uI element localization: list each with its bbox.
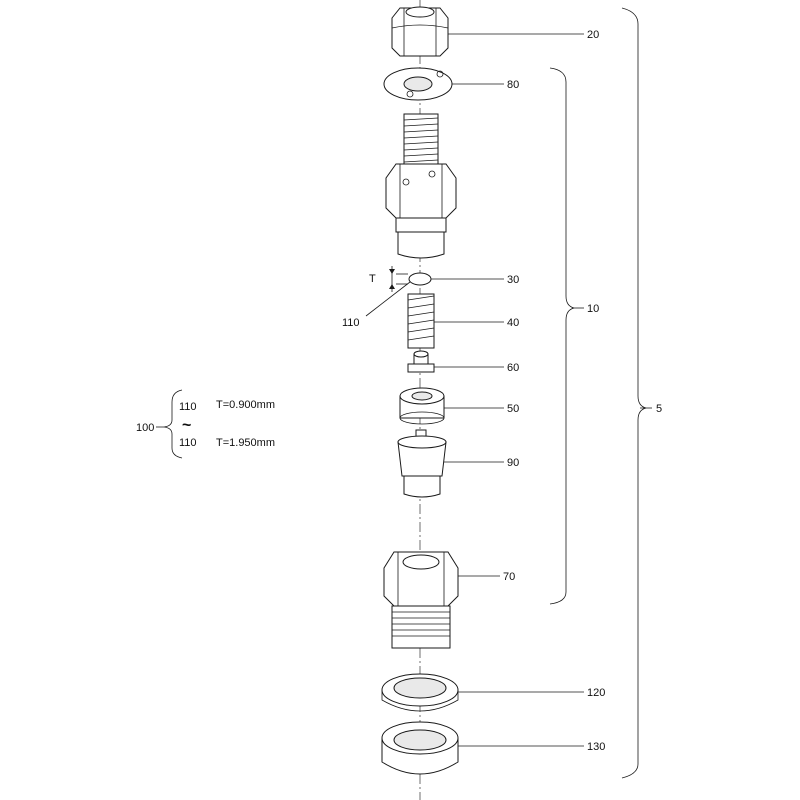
shim-row-1-part: 110 (179, 401, 197, 413)
part-80-washer (383, 67, 453, 101)
callout-30: 30 (507, 274, 519, 286)
callout-80: 80 (507, 79, 519, 91)
callout-90: 90 (507, 457, 519, 469)
callout-40: 40 (507, 317, 519, 329)
shim-table: 100 110 T=0.900mm ~ 110 T=1.950mm (136, 399, 275, 449)
thread-lines (403, 117, 439, 163)
callout-110: 110 (342, 317, 360, 329)
shim-range-symbol: ~ (182, 417, 191, 434)
part-60-pin (407, 350, 435, 373)
t-dimension-marker (389, 266, 408, 292)
callout-20: 20 (587, 29, 599, 41)
callout-5: 5 (656, 403, 662, 415)
callout-70: 70 (503, 571, 515, 583)
t-dimension-label: T (369, 273, 376, 285)
callout-50: 50 (507, 403, 519, 415)
shim-group-label: 100 (136, 422, 154, 434)
part-70-nozzle-nut (383, 551, 459, 649)
shim-row-1-thickness: T=0.900mm (216, 399, 275, 411)
callout-60: 60 (507, 362, 519, 374)
part-120-ring (381, 673, 459, 712)
leader-lines (365, 33, 652, 747)
shim-row-2-thickness: T=1.950mm (216, 437, 275, 449)
callout-130: 130 (587, 741, 605, 753)
bracket-group-10 (549, 67, 575, 605)
bracket-group-5 (621, 7, 647, 779)
part-90-nozzle (397, 429, 447, 498)
callout-10: 10 (587, 303, 599, 315)
part-20-hex-nut (391, 6, 449, 57)
nozzle-holder-body (385, 113, 457, 259)
part-50-spacer (399, 387, 445, 425)
shim-row-2-part: 110 (179, 437, 197, 449)
callout-120: 120 (587, 687, 605, 699)
part-30-shim (408, 272, 432, 286)
part-130-seat (381, 721, 459, 775)
part-40-spring (407, 293, 435, 349)
